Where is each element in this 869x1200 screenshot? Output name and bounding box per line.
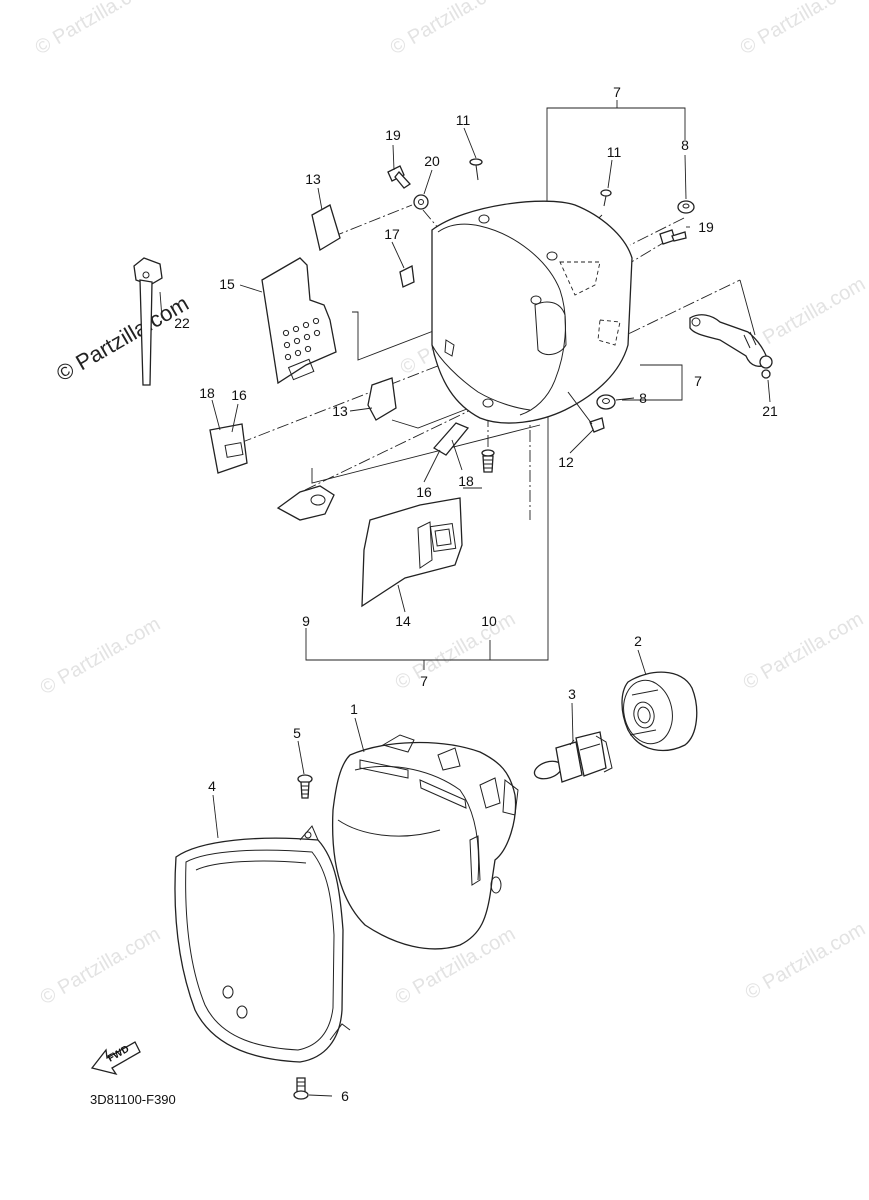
decal-14 (361, 497, 463, 608)
callout-16: 16 (231, 387, 247, 403)
watermark-prominent: © Partzilla.com (52, 291, 193, 387)
callout-3: 3 (568, 686, 576, 702)
callout-11: 11 (456, 112, 471, 128)
callout-2: 2 (634, 633, 642, 649)
callout-7: 7 (613, 84, 621, 100)
callout-13: 13 (305, 171, 321, 187)
callout-15: 15 (219, 276, 235, 292)
callout-19: 19 (698, 219, 714, 235)
callout-11: 11 (607, 144, 622, 160)
callout-9: 9 (302, 613, 310, 629)
small-labels (209, 204, 470, 474)
callout-13: 13 (332, 403, 348, 419)
callout-8: 8 (681, 137, 689, 153)
watermark: © Partzilla.com (32, 0, 160, 59)
part-7-brackets (305, 100, 686, 670)
callout-16: 16 (416, 484, 432, 500)
callout-20: 20 (424, 153, 440, 169)
callout-8: 8 (639, 390, 647, 406)
callout-7: 7 (694, 373, 702, 389)
callout-6: 6 (341, 1088, 349, 1104)
headlight-bulb (533, 731, 613, 783)
watermark: © Partzilla.com (387, 0, 515, 59)
fwd-arrow-icon: FWD (90, 1041, 141, 1076)
stay-21 (689, 314, 773, 379)
watermark: © Partzilla.com (740, 608, 868, 694)
callout-18: 18 (458, 473, 474, 489)
leader-lines (159, 127, 771, 1097)
fasteners (133, 158, 695, 1100)
watermark: © Partzilla.com (37, 613, 165, 699)
callout-14: 14 (395, 613, 411, 629)
callout-21: 21 (762, 403, 778, 419)
bulb-dust-cover (621, 671, 698, 752)
callout-5: 5 (293, 725, 301, 741)
drawing-code: 3D81100-F390 (90, 1092, 176, 1107)
callout-12: 12 (558, 454, 574, 470)
callout-10: 10 (481, 613, 497, 629)
headlight-unit (331, 734, 519, 950)
callout-22: 22 (174, 315, 190, 331)
callout-19: 19 (385, 127, 401, 143)
headlight-housing (431, 200, 633, 424)
bracket-9 (276, 485, 335, 521)
callout-4: 4 (208, 778, 216, 794)
headlight-rim (174, 825, 351, 1063)
watermark: © Partzilla.com (737, 0, 865, 59)
decal-15 (261, 257, 337, 385)
callout-7: 7 (420, 673, 428, 689)
watermark: © Partzilla.com (37, 923, 165, 1009)
watermark: © Partzilla.com (742, 918, 869, 1004)
callout-numbers: 7 8 11 11 19 20 13 19 17 15 22 7 8 18 16… (174, 84, 778, 1104)
callout-18: 18 (199, 385, 215, 401)
callout-1: 1 (350, 701, 358, 717)
callout-17: 17 (384, 226, 400, 242)
